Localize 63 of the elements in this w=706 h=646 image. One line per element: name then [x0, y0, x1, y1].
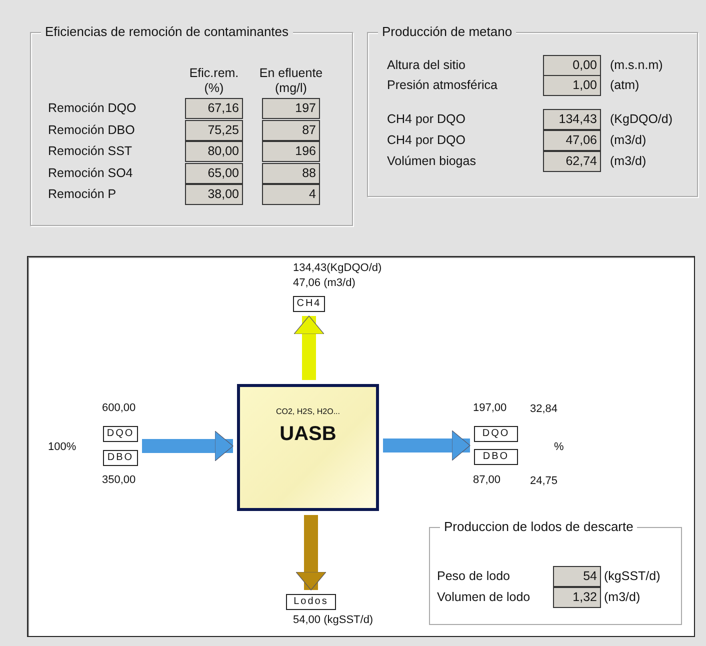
- parameter-tag: Lodos: [286, 594, 336, 610]
- percent-value: %: [554, 440, 564, 455]
- flow-value: 47,06 (m3/d): [293, 277, 356, 289]
- row-label: Remoción SO4: [48, 165, 133, 182]
- value-field: 65,00: [185, 163, 243, 184]
- flow-value: 54,00 (kgSST/d): [293, 614, 374, 626]
- unit-label: (m.s.n.m): [610, 57, 663, 74]
- reactor-title: UASB: [280, 423, 336, 446]
- row-label: CH4 por DQO: [387, 111, 466, 128]
- value-field: 134,43: [543, 109, 601, 130]
- value-field: 38,00: [185, 184, 243, 205]
- row-label: Remoción SST: [48, 143, 132, 160]
- row-label: Presión atmosférica: [387, 77, 498, 94]
- row-label: CH4 por DQO: [387, 132, 466, 149]
- unit-label: (m3/d): [610, 132, 646, 149]
- parameter-tag: CH4: [293, 296, 325, 312]
- value-field: 1,00: [543, 75, 601, 96]
- row-label: Volumen de lodo: [437, 589, 530, 606]
- row-label: Remoción DQO: [48, 100, 136, 117]
- flow-arrow: [294, 316, 324, 380]
- value-field: 0,00: [543, 55, 601, 76]
- unit-label: (m3/d): [610, 153, 646, 170]
- flow-arrow: [296, 515, 326, 590]
- parameter-tag: DQO: [474, 426, 518, 442]
- row-label: Altura del sitio: [387, 57, 466, 74]
- value-field: 75,25: [185, 120, 243, 141]
- value-field: 4: [262, 184, 320, 205]
- percent-value: 32,84: [530, 402, 558, 417]
- value-field: 197: [262, 98, 320, 119]
- unit-label: (kgSST/d): [604, 568, 660, 585]
- row-label: Remoción P: [48, 186, 116, 203]
- flow-arrow: [142, 430, 234, 462]
- percent-value: 100%: [48, 440, 76, 455]
- unit-label: (atm): [610, 77, 640, 94]
- flow-value: 134,43(KgDQO/d): [293, 262, 382, 274]
- percent-value: 24,75: [530, 474, 558, 489]
- row-label: Remoción DBO: [48, 122, 135, 139]
- flow-value: 87,00: [473, 474, 501, 486]
- value-field: 54: [553, 566, 601, 587]
- gas-list: CO2, H2S, H2O...: [276, 407, 340, 416]
- parameter-tag: DBO: [103, 450, 138, 466]
- flow-value: 197,00: [473, 402, 507, 414]
- value-field: 80,00: [185, 141, 243, 162]
- value-field: 196: [262, 141, 320, 162]
- column-header: Efic.rem. (%): [188, 66, 240, 96]
- unit-label: (KgDQO/d): [610, 111, 673, 128]
- value-field: 1,32: [553, 587, 601, 608]
- unit-label: (m3/d): [604, 589, 640, 606]
- value-field: 62,74: [543, 151, 601, 172]
- value-field: 88: [262, 163, 320, 184]
- flow-value: 350,00: [102, 474, 136, 486]
- parameter-tag: DQO: [103, 426, 138, 442]
- diagram-panel: [27, 256, 695, 637]
- reactor-box: [237, 384, 379, 511]
- flow-value: 600,00: [102, 402, 136, 414]
- parameter-tag: DBO: [474, 449, 518, 465]
- flow-arrow: [383, 430, 470, 461]
- row-label: Peso de lodo: [437, 568, 510, 585]
- row-label: Volúmen biogas: [387, 153, 476, 170]
- value-field: 87: [262, 120, 320, 141]
- column-header: En efluente (mg/l): [258, 66, 324, 96]
- value-field: 47,06: [543, 130, 601, 151]
- value-field: 67,16: [185, 98, 243, 119]
